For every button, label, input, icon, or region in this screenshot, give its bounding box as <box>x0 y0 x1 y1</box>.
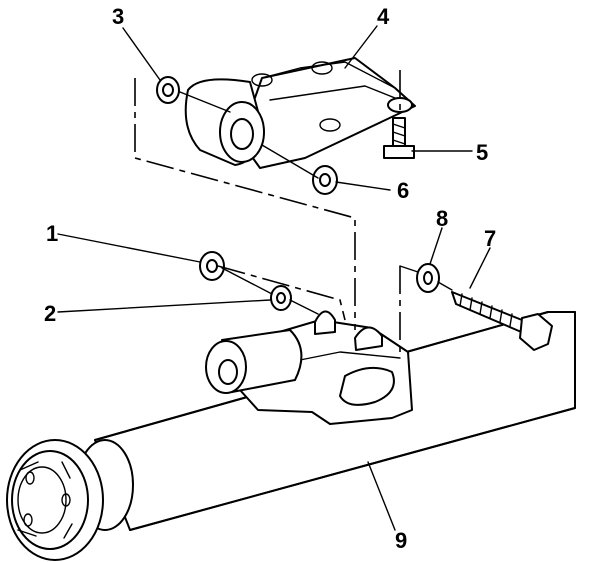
drive-shaft-yoke-flange <box>6 439 134 561</box>
callout-8: 8 <box>436 206 448 231</box>
washer-3 <box>156 76 180 104</box>
leader-lines <box>57 25 491 531</box>
bolt-7 <box>451 291 553 351</box>
washer-8 <box>416 263 440 293</box>
callout-1: 1 <box>46 221 58 246</box>
nut-1 <box>199 251 225 281</box>
alignment-lines <box>134 70 453 352</box>
callout-labels: 1 2 3 4 5 6 7 8 9 <box>44 4 496 553</box>
callout-5: 5 <box>476 140 488 165</box>
washer-6 <box>312 165 338 195</box>
lower-bracket-bushing <box>205 329 303 394</box>
bolt-5 <box>383 117 415 159</box>
washer-2 <box>270 285 292 311</box>
callout-4: 4 <box>377 4 390 29</box>
callout-2: 2 <box>44 301 56 326</box>
callout-7: 7 <box>484 226 496 251</box>
callout-6: 6 <box>397 178 409 203</box>
callout-3: 3 <box>112 4 124 29</box>
upper-bracket-bushing <box>184 78 265 166</box>
callout-9: 9 <box>395 528 407 553</box>
